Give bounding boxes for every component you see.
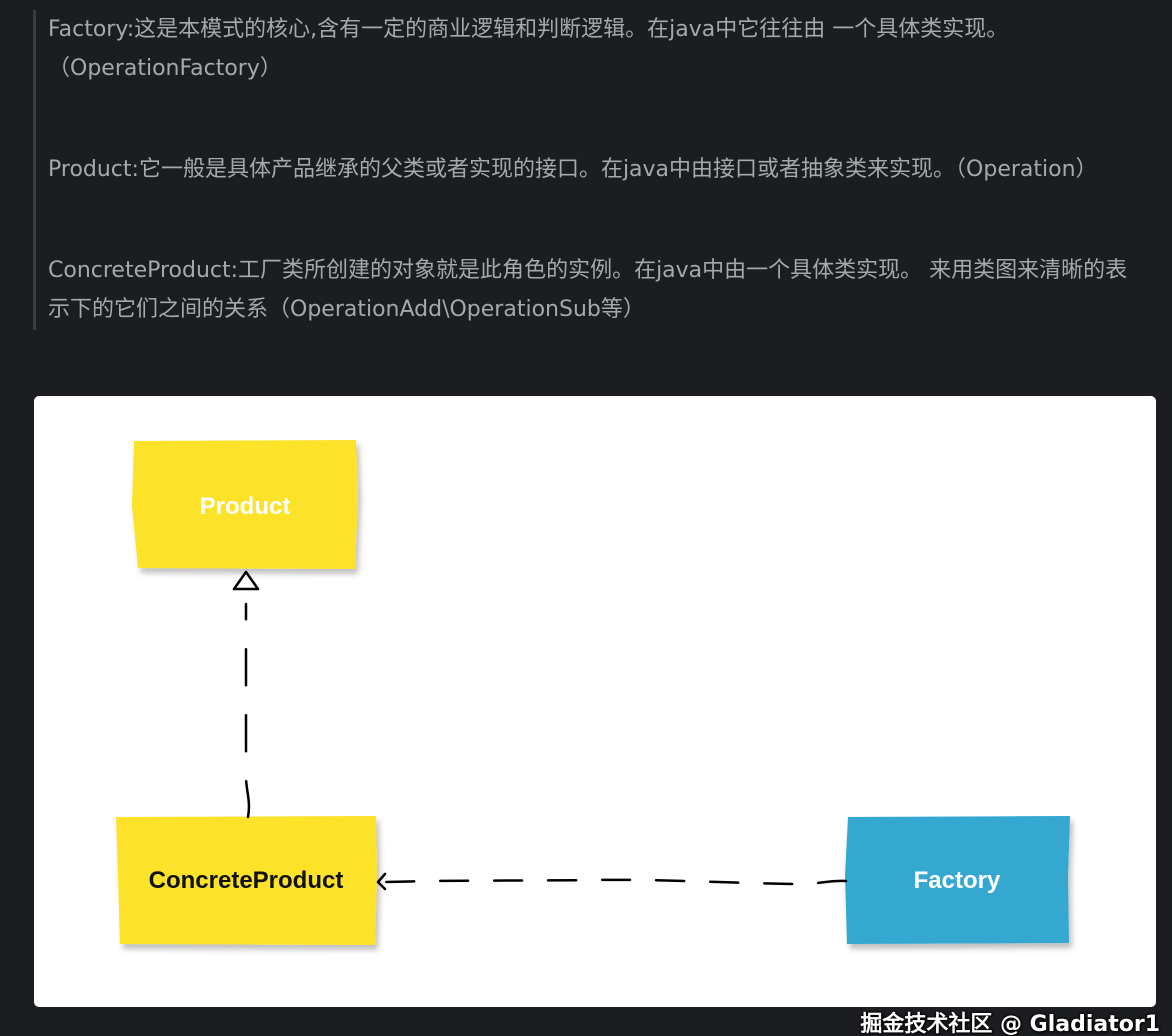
factory-box <box>845 816 1070 944</box>
product-description: Product:它一般是具体产品继承的父类或者实现的接口。在java中由接口或者… <box>48 157 1098 182</box>
concrete-product-box <box>116 816 377 945</box>
product-box <box>132 440 358 569</box>
watermark: 掘金技术社区 @ Gladiator1 <box>860 1012 1160 1036</box>
product-label: Product <box>199 493 291 520</box>
factory-label: Factory <box>913 867 1001 894</box>
realization-arrowhead <box>232 570 260 591</box>
factory-description-cont: （OperationFactory） <box>48 56 282 81</box>
class-diagram: Product ConcreteProduct Factory <box>34 396 1156 1007</box>
dependency-arrowhead <box>376 872 387 891</box>
description-blockquote: Factory:这是本模式的核心,含有一定的商业逻辑和判断逻辑。在java中它往… <box>33 10 1153 330</box>
concrete-product-description-cont: 示下的它们之间的关系（OperationAdd\OperationSub等） <box>48 297 645 322</box>
concrete-product-label: ConcreteProduct <box>148 867 344 894</box>
realization-line <box>244 602 251 819</box>
dependency-line <box>384 878 848 886</box>
factory-description: Factory:这是本模式的核心,含有一定的商业逻辑和判断逻辑。在java中它往… <box>48 17 1009 42</box>
class-diagram-canvas <box>116 440 1070 945</box>
concrete-product-description: ConcreteProduct:工厂类所创建的对象就是此角色的实例。在java中… <box>48 258 1128 283</box>
